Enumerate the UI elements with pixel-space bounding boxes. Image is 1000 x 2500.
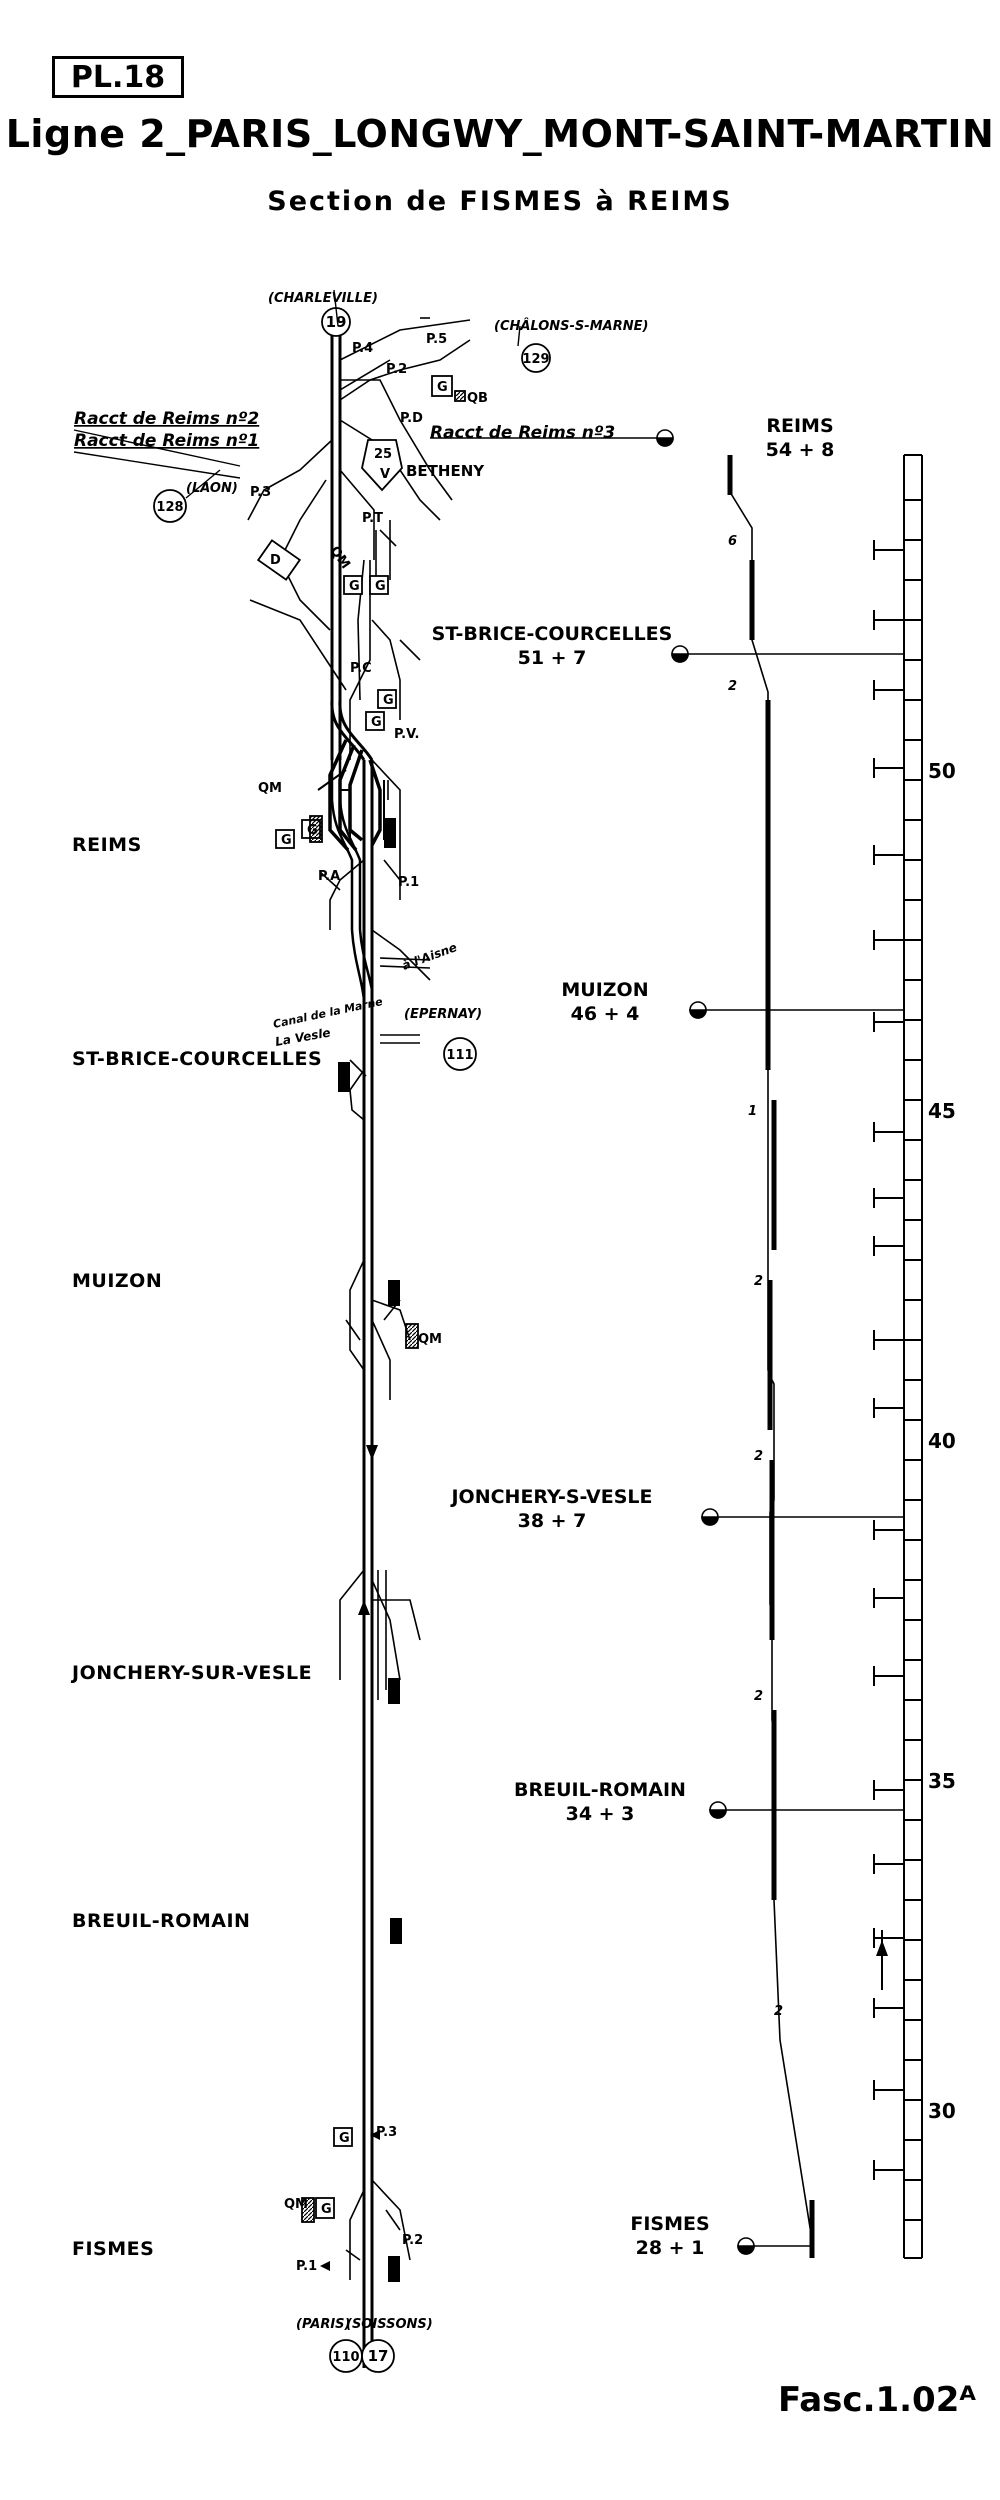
svg-text:30: 30 bbox=[928, 2099, 956, 2123]
svg-text:2: 2 bbox=[754, 1449, 763, 1464]
svg-text:MUIZON: MUIZON bbox=[561, 979, 648, 1001]
svg-text:40: 40 bbox=[928, 1429, 956, 1453]
svg-text:QB: QB bbox=[467, 391, 488, 406]
svg-text:G: G bbox=[437, 380, 448, 395]
svg-text:(LAON): (LAON) bbox=[186, 481, 238, 496]
profile-station-names: REIMS 54 + 8 ST-BRICE-COURCELLES 51 + 7 … bbox=[432, 415, 835, 2259]
svg-text:QM: QM bbox=[258, 781, 282, 796]
svg-text:JONCHERY-S-VESLE: JONCHERY-S-VESLE bbox=[449, 1486, 652, 1508]
svg-text:G: G bbox=[383, 693, 394, 708]
svg-text:128: 128 bbox=[156, 500, 183, 515]
svg-text:QM: QM bbox=[284, 2197, 308, 2212]
svg-text:129: 129 bbox=[522, 352, 549, 367]
svg-text:P.C: P.C bbox=[350, 661, 372, 676]
svg-text:17: 17 bbox=[368, 2347, 389, 2365]
svg-text:P.5: P.5 bbox=[426, 332, 447, 347]
km-scale bbox=[903, 454, 923, 2259]
svg-text:P.D: P.D bbox=[400, 411, 423, 426]
station-label-jonchery-sur-vesle: JONCHERY-SUR-VESLE bbox=[72, 1662, 313, 1684]
svg-text:110: 110 bbox=[332, 2350, 359, 2365]
station-label-st-brice-courcelles: ST-BRICE-COURCELLES bbox=[72, 1048, 323, 1070]
svg-text:BETHENY: BETHENY bbox=[406, 462, 485, 480]
station-tracks bbox=[247, 317, 471, 2280]
svg-text:(SOISSONS): (SOISSONS) bbox=[346, 2317, 433, 2332]
svg-text:FISMES: FISMES bbox=[630, 2213, 709, 2235]
svg-text:P.4: P.4 bbox=[352, 341, 373, 356]
svg-text:19: 19 bbox=[326, 313, 347, 331]
svg-text:111: 111 bbox=[446, 1048, 473, 1063]
svg-text:50: 50 bbox=[928, 759, 956, 783]
connection-labels: (CHARLEVILLE) (CHÂLONS-S-MARNE) (LAON) (… bbox=[74, 291, 648, 2332]
leader-lines bbox=[73, 289, 664, 499]
svg-text:REIMS: REIMS bbox=[766, 415, 833, 437]
svg-text:(PARIS): (PARIS) bbox=[296, 2317, 351, 2332]
svg-text:2: 2 bbox=[774, 2004, 783, 2019]
svg-text:G: G bbox=[321, 2202, 332, 2217]
plate-number: PL.18 bbox=[52, 56, 184, 98]
svg-text:51 + 7: 51 + 7 bbox=[518, 647, 587, 669]
svg-text:P.2: P.2 bbox=[402, 2233, 423, 2248]
svg-text:46 + 4: 46 + 4 bbox=[571, 1003, 640, 1025]
svg-text:45: 45 bbox=[928, 1099, 956, 1123]
station-label-muizon: MUIZON bbox=[72, 1270, 163, 1292]
svg-text:G: G bbox=[375, 579, 386, 594]
gradient-values: 6 2 1 2 2 2 2 bbox=[728, 534, 783, 2019]
svg-text:G: G bbox=[307, 823, 318, 838]
line-title: Ligne 2_PARIS_LONGWY_MONT-SAINT-MARTIN bbox=[5, 112, 995, 156]
svg-text:(EPERNAY): (EPERNAY) bbox=[404, 1007, 482, 1022]
direction-arrows bbox=[320, 1445, 888, 2271]
svg-text:V: V bbox=[380, 467, 390, 482]
svg-text:G: G bbox=[371, 715, 382, 730]
station-label-reims: REIMS bbox=[72, 834, 142, 856]
svg-text:54 + 8: 54 + 8 bbox=[766, 439, 835, 461]
svg-text:Racct de Reims nº1: Racct de Reims nº1 bbox=[74, 431, 259, 451]
svg-text:P.3: P.3 bbox=[376, 2125, 397, 2140]
svg-text:P.1: P.1 bbox=[296, 2259, 317, 2274]
svg-text:P.3: P.3 bbox=[250, 485, 271, 500]
svg-text:P.T: P.T bbox=[362, 511, 383, 526]
post-labels: P.4 P.2 P.5 P.D P.3 P.T P.C P.V. P.A P.1… bbox=[250, 332, 447, 2274]
svg-text:Racct de Reims nº2: Racct de Reims nº2 bbox=[74, 409, 259, 429]
reims-junction-bold bbox=[328, 739, 382, 852]
line-number-circles bbox=[153, 307, 551, 2373]
svg-text:D: D bbox=[270, 553, 281, 568]
svg-text:34 + 3: 34 + 3 bbox=[566, 1803, 635, 1825]
svg-text:6: 6 bbox=[728, 534, 737, 549]
svg-text:1: 1 bbox=[748, 1104, 757, 1119]
signal-markers bbox=[873, 540, 904, 2180]
svg-text:P.V.: P.V. bbox=[394, 727, 419, 742]
section-subtitle: Section de FISMES à REIMS bbox=[267, 186, 733, 217]
svg-text:P.2: P.2 bbox=[386, 362, 407, 377]
svg-text:Racct de Reims nº3: Racct de Reims nº3 bbox=[430, 423, 615, 443]
svg-text:ST-BRICE-COURCELLES: ST-BRICE-COURCELLES bbox=[432, 623, 673, 645]
svg-text:28 + 1: 28 + 1 bbox=[636, 2237, 705, 2259]
station-profile-leaders bbox=[688, 653, 904, 2247]
svg-text:QM: QM bbox=[418, 1332, 442, 1347]
svg-text:G: G bbox=[281, 833, 292, 848]
svg-text:35: 35 bbox=[928, 1769, 956, 1793]
svg-text:G: G bbox=[349, 579, 360, 594]
svg-text:2: 2 bbox=[754, 1689, 763, 1704]
svg-text:P.A: P.A bbox=[318, 869, 340, 884]
svg-text:G: G bbox=[339, 2131, 350, 2146]
svg-text:38 + 7: 38 + 7 bbox=[518, 1510, 587, 1532]
station-label-breuil-romain: BREUIL-ROMAIN bbox=[72, 1910, 251, 1932]
station-profile-markers bbox=[656, 429, 755, 2255]
svg-text:(CHARLEVILLE): (CHARLEVILLE) bbox=[268, 291, 378, 306]
facility-boxes bbox=[256, 375, 466, 2223]
svg-text:2: 2 bbox=[754, 1274, 763, 1289]
line-number-text: 19 129 128 111 110 17 bbox=[156, 313, 549, 2365]
svg-text:2: 2 bbox=[728, 679, 737, 694]
gradient-profile bbox=[727, 455, 815, 2258]
station-buildings bbox=[338, 818, 402, 2282]
svg-text:25: 25 bbox=[374, 447, 392, 462]
svg-text:P.1: P.1 bbox=[398, 875, 419, 890]
main-line bbox=[317, 316, 385, 2368]
svg-text:(CHÂLONS-S-MARNE): (CHÂLONS-S-MARNE) bbox=[494, 318, 648, 334]
fascicule-reference: Fasc.1.02ᴬ bbox=[778, 2380, 976, 2420]
svg-text:BREUIL-ROMAIN: BREUIL-ROMAIN bbox=[514, 1779, 686, 1801]
km-scale-labels: 50 45 40 35 30 bbox=[928, 759, 956, 2123]
station-label-fismes: FISMES bbox=[72, 2238, 155, 2260]
